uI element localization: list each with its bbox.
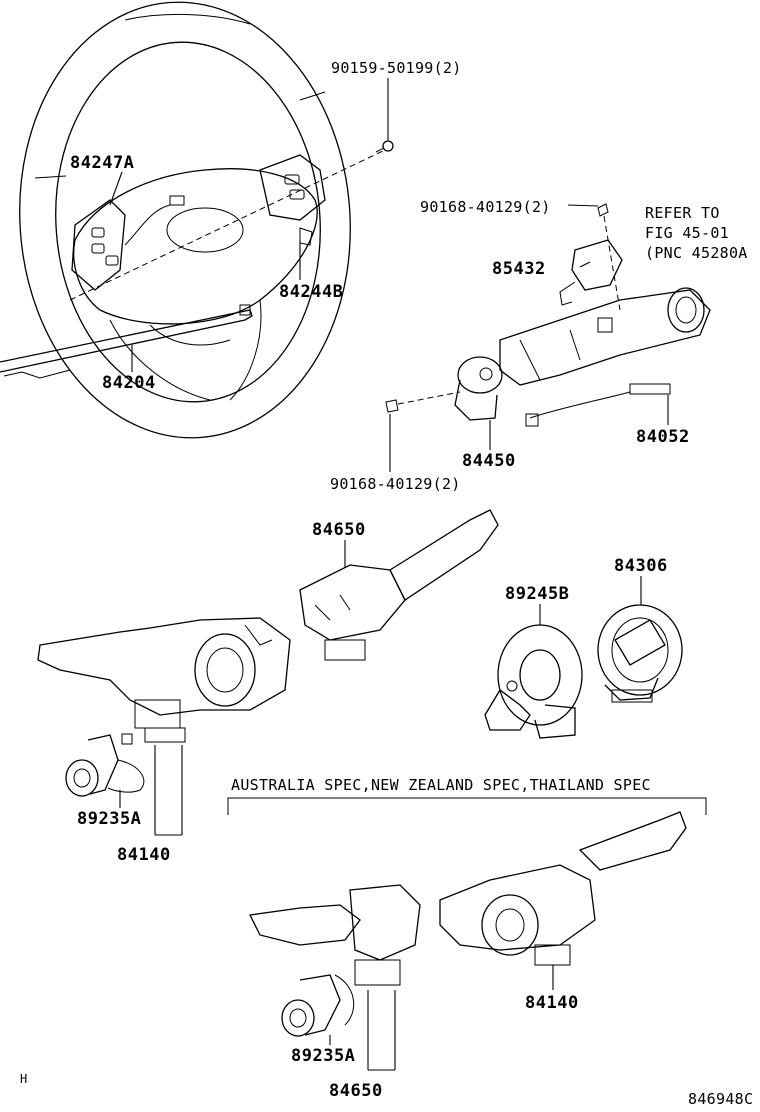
combination-switch-top bbox=[37, 509, 499, 797]
refer-note-line2: FIG 45-01 bbox=[645, 224, 729, 242]
spec-note: AUSTRALIA SPEC,NEW ZEALAND SPEC,THAILAND… bbox=[231, 776, 651, 794]
clock-spring-84306 bbox=[597, 604, 683, 703]
combination-switch-bottom bbox=[249, 811, 687, 1037]
label-84244b: 84244B bbox=[279, 282, 343, 302]
refer-note-line1: REFER TO bbox=[645, 204, 720, 222]
spiral-cable-89245b bbox=[484, 624, 583, 739]
label-84247a: 84247A bbox=[70, 153, 134, 173]
label-84306: 84306 bbox=[614, 556, 668, 576]
label-90159-50199: 90159-50199(2) bbox=[331, 59, 462, 77]
label-84052: 84052 bbox=[636, 427, 690, 447]
refer-note-line3: (PNC 45280A bbox=[645, 244, 748, 262]
label-84140-top: 84140 bbox=[117, 845, 171, 865]
label-84450: 84450 bbox=[462, 451, 516, 471]
label-85432: 85432 bbox=[492, 259, 546, 279]
label-90168-40129-top: 90168-40129(2) bbox=[420, 198, 551, 216]
label-89245b: 89245B bbox=[505, 584, 569, 604]
label-84204: 84204 bbox=[102, 373, 156, 393]
corner-mark: H bbox=[20, 1072, 27, 1086]
spec-bracket bbox=[227, 797, 707, 815]
label-89235a-bottom: 89235A bbox=[291, 1046, 355, 1066]
label-84650-bottom: 84650 bbox=[329, 1081, 383, 1101]
steering-wheel bbox=[0, 1, 394, 439]
figure-code: 846948C bbox=[688, 1090, 753, 1108]
label-89235a-top: 89235A bbox=[77, 809, 141, 829]
column-cover bbox=[385, 203, 711, 427]
label-90168-40129-bottom: 90168-40129(2) bbox=[330, 475, 461, 493]
label-84650-top: 84650 bbox=[312, 520, 366, 540]
label-84140-bottom: 84140 bbox=[525, 993, 579, 1013]
leader-lines bbox=[109, 78, 669, 1071]
